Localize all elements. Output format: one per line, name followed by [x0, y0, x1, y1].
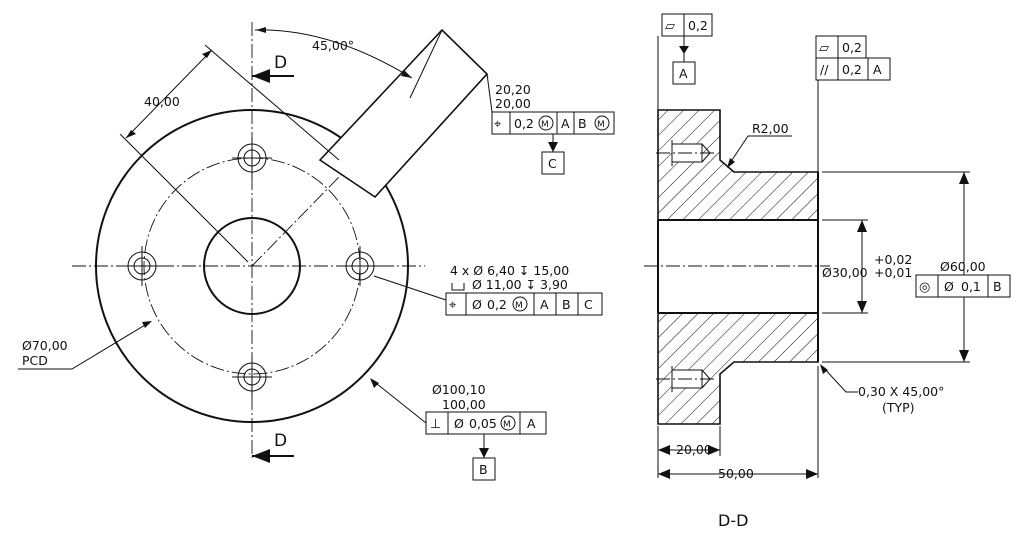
slot-pos-tol: 0,2	[514, 116, 534, 131]
bore-tol-upper: +0,02	[874, 252, 912, 267]
shaft-dim: Ø60,00 ◎ Ø 0,1 B	[822, 171, 1011, 363]
chamfer-callout: 0,30 X 45,00° (TYP)	[820, 364, 944, 415]
flat-right-tol: 0,2	[842, 40, 862, 55]
dim-40: 40,00	[119, 44, 340, 263]
section-arrow-bottom: D	[252, 431, 294, 463]
overall-len-dim: 50,00	[658, 366, 819, 481]
flat-top-symbol: ▱	[665, 19, 675, 34]
flange-thk-dim: 20,00	[657, 426, 721, 478]
slot-pos-datum-b-mod: M	[597, 120, 605, 130]
hole-callout: 4 x Ø 6,40 ↧ 15,00 Ø 11,00 ↧ 3,90 ⌖ Ø 0,…	[373, 263, 603, 316]
slot-callout: 20,20 20,00 ⌖ 0,2 M A B M C	[485, 72, 615, 175]
perp-dia: Ø	[454, 416, 464, 431]
section-hatch-lower	[657, 312, 819, 425]
outer-callout: Ø100,10 100,00 ⊥ Ø 0,05 M A B	[370, 378, 547, 481]
slot-pos-datum-b: B	[578, 116, 587, 131]
right-face-fcf: ▱ 0,2 // 0,2 A	[815, 35, 891, 172]
perp-symbol: ⊥	[430, 417, 441, 432]
radius-dim: R2,00	[752, 121, 789, 136]
slot-width-lower: 20,00	[495, 96, 531, 111]
flatness-top: ▱ 0,2 A	[657, 13, 713, 110]
section-view: ▱ 0,2 A ▱ 0,2 // 0,2 A R2,00	[644, 13, 1011, 530]
chamfer-note: (TYP)	[882, 400, 915, 415]
hole-pos-datum-a: A	[540, 297, 549, 312]
section-hatch-upper	[657, 109, 819, 221]
slot-pos-symbol: ⌖	[494, 117, 502, 132]
section-datum-a: A	[679, 66, 688, 81]
bolt-hole-top	[232, 138, 272, 178]
shaft-dim-text: Ø60,00	[940, 259, 986, 274]
perp-mod: M	[503, 420, 511, 430]
parallel-datum: A	[873, 62, 882, 77]
slot-pos-mod: M	[541, 120, 549, 130]
flange-thk-text: 20,00	[676, 442, 712, 457]
pcd-dim: Ø70,00	[22, 338, 68, 353]
front-view: 40,00 45,00° D D Ø70,00 PCD	[18, 22, 615, 481]
perp-datum: A	[527, 416, 536, 431]
outer-dim-upper: Ø100,10	[432, 382, 486, 397]
outer-dim-lower: 100,00	[442, 397, 486, 412]
overall-len-text: 50,00	[718, 466, 754, 481]
hole-pos-symbol: ⌖	[449, 298, 457, 313]
hole-pos-mod: M	[515, 301, 523, 311]
parallel-tol: 0,2	[842, 62, 862, 77]
bolt-hole-right	[340, 246, 380, 286]
datum-c: C	[548, 156, 557, 171]
datum-b: B	[479, 462, 488, 477]
dim-40-text: 40,00	[144, 94, 180, 109]
bore-dim: Ø30,00 +0,02 +0,01	[822, 219, 912, 314]
chamfer-dim: 0,30 X 45,00°	[858, 384, 944, 399]
pcd-callout: Ø70,00 PCD	[18, 321, 152, 370]
section-letter-bottom: D	[274, 431, 287, 451]
hole-pos-datum-b: B	[562, 297, 571, 312]
circ-dia: Ø	[944, 279, 954, 294]
dim-45-angle: 45,00°	[254, 27, 413, 79]
circ-symbol: ◎	[919, 280, 930, 295]
slot-width-upper: 20,20	[495, 82, 531, 97]
bolt-hole-left	[122, 246, 162, 286]
hole-pos-dia: Ø	[472, 297, 482, 312]
hole-line2: Ø 11,00 ↧ 3,90	[472, 277, 568, 292]
slot-feature	[318, 28, 489, 199]
section-title: D-D	[718, 511, 748, 530]
flat-top-tol: 0,2	[688, 18, 708, 33]
parallel-symbol: //	[820, 62, 829, 77]
hole-line1: 4 x Ø 6,40 ↧ 15,00	[450, 263, 569, 278]
tapped-hole-lower	[656, 366, 716, 392]
dim-45-text: 45,00°	[312, 38, 354, 53]
slot-pos-datum-a: A	[561, 116, 570, 131]
radius-callout: R2,00	[727, 121, 792, 168]
pcd-label: PCD	[22, 353, 48, 368]
hole-pos-tol: 0,2	[487, 297, 507, 312]
circ-datum: B	[993, 279, 1002, 294]
flat-right-symbol: ▱	[819, 41, 829, 56]
bore-dim-text: Ø30,00	[822, 265, 868, 280]
bore-tol-lower: +0,01	[874, 265, 912, 280]
section-arrow-top: D	[252, 53, 294, 83]
perp-tol: 0,05	[469, 416, 497, 431]
tapped-hole-upper	[656, 140, 716, 166]
hole-pos-datum-c: C	[584, 297, 593, 312]
circ-tol: 0,1	[961, 279, 981, 294]
section-letter-top: D	[274, 53, 287, 73]
bolt-hole-bottom	[232, 357, 272, 397]
